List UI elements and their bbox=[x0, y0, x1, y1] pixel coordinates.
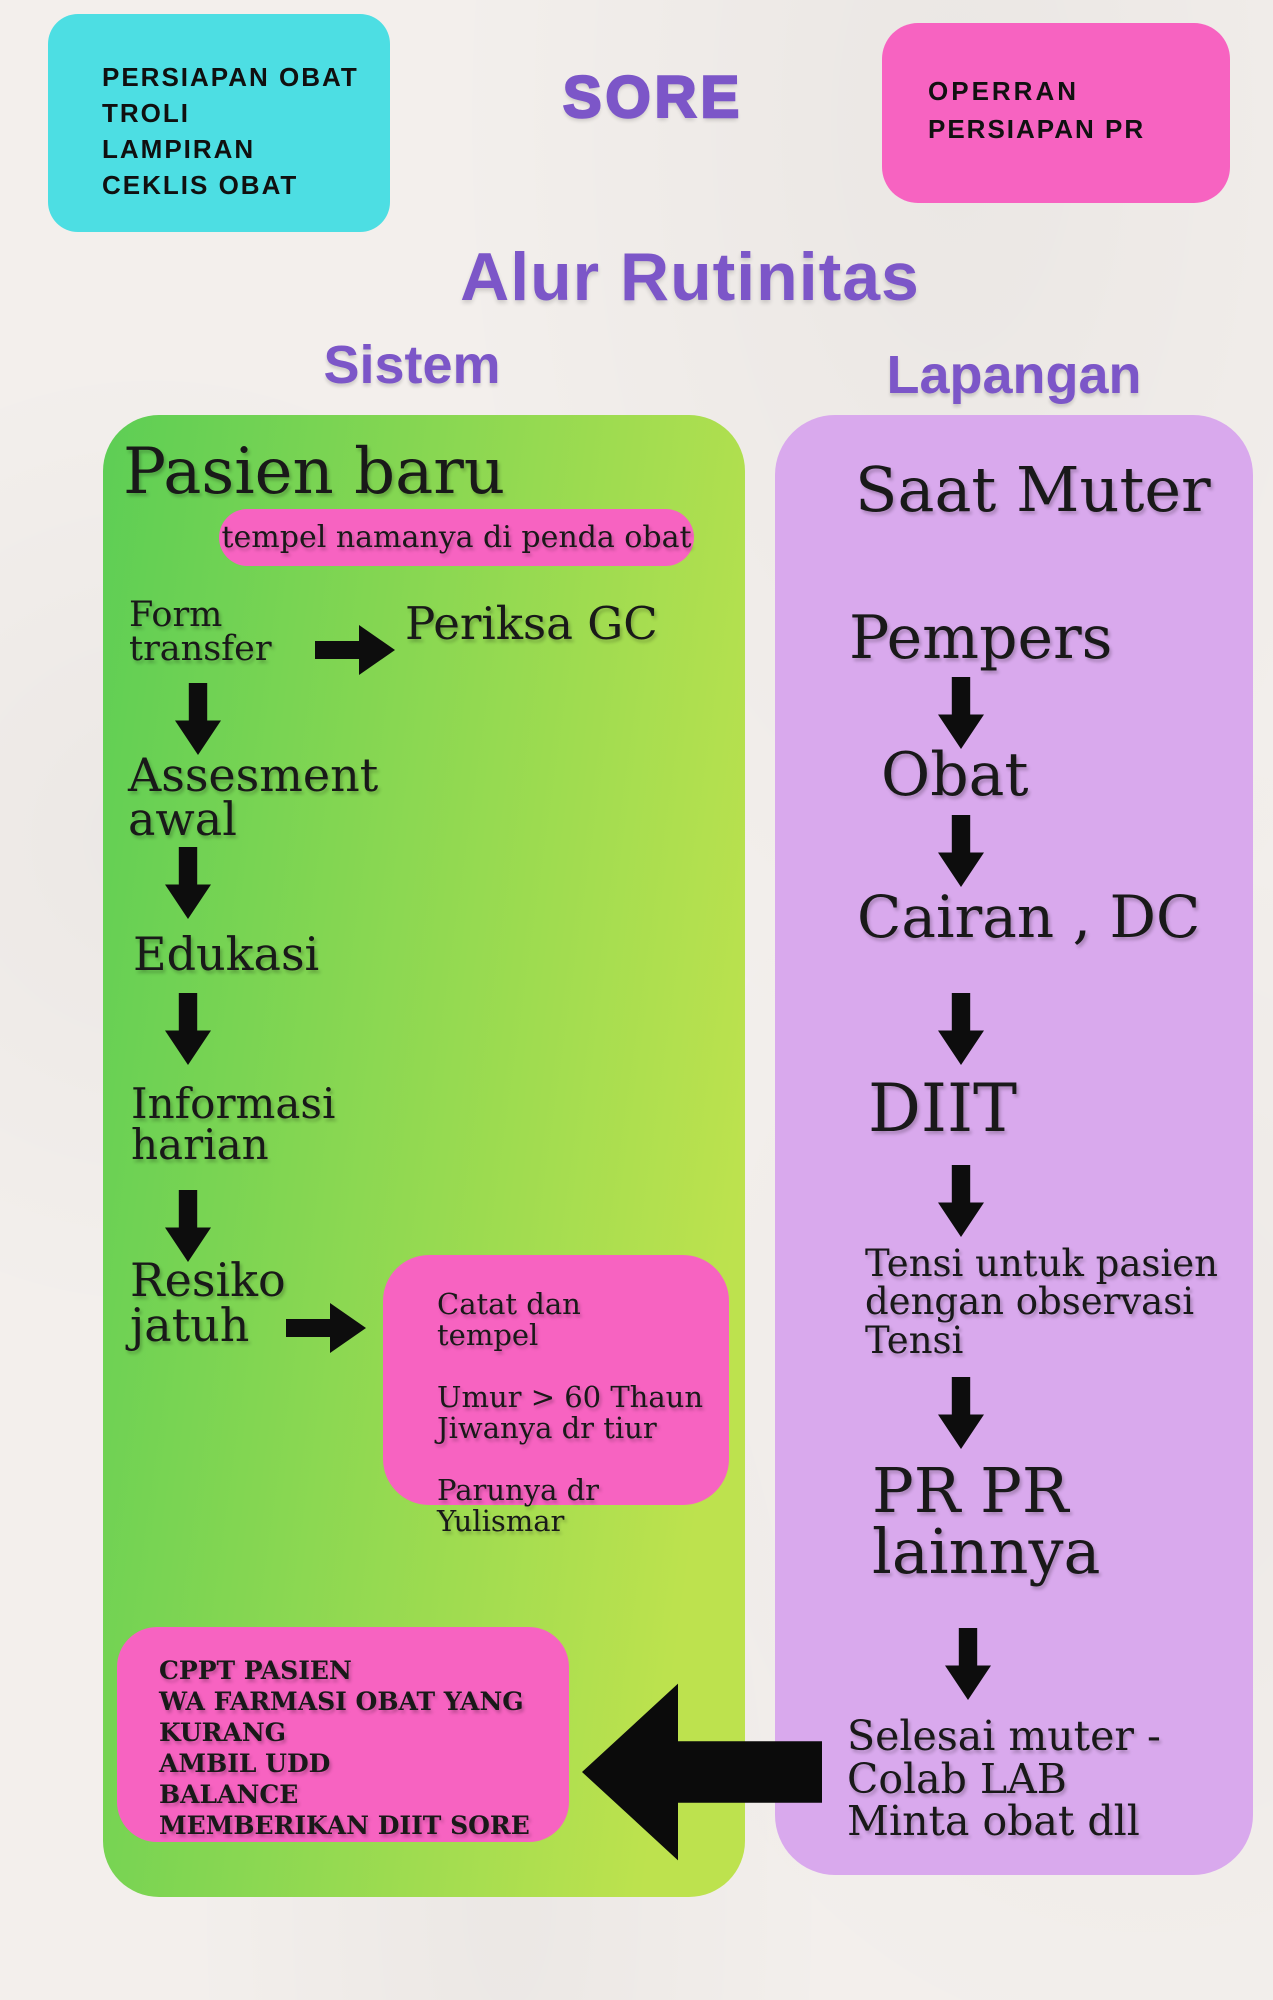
step-assesment-awal: Assesment awal bbox=[128, 748, 379, 847]
arrow-down-icon bbox=[165, 847, 211, 919]
arrow-down-icon bbox=[938, 1377, 984, 1449]
arrow-right-icon bbox=[315, 625, 395, 675]
step-form-transfer: Form transfer bbox=[129, 595, 272, 670]
lapangan-heading: Saat Muter bbox=[855, 453, 1211, 526]
step-edukasi: Edukasi bbox=[133, 927, 320, 981]
cppt-task-note: CPPT PASIEN WA FARMASI OBAT YANG KURANG … bbox=[117, 1627, 569, 1842]
arrow-down-icon bbox=[945, 1628, 991, 1700]
arrow-down-icon bbox=[175, 683, 221, 755]
operran-note: OPERRAN PERSIAPAN PR bbox=[882, 23, 1230, 203]
sistem-column: Pasien baru tempel namanya di penda obat… bbox=[103, 415, 745, 1897]
step-selesai-muter: Selesai muter - Colab LAB Minta obat dll bbox=[847, 1712, 1161, 1846]
column-header-lapangan: Lapangan bbox=[886, 345, 1142, 405]
step-pr-pr-lainnya: PR PR lainnya bbox=[872, 1454, 1101, 1588]
step-diit: DIIT bbox=[868, 1070, 1018, 1147]
arrow-down-icon bbox=[938, 815, 984, 887]
arrow-down-icon bbox=[938, 1165, 984, 1237]
arrow-down-icon bbox=[165, 993, 211, 1065]
tempel-nama-pill: tempel namanya di penda obat bbox=[219, 509, 694, 566]
arrow-down-icon bbox=[938, 677, 984, 749]
sistem-heading: Pasien baru bbox=[123, 435, 506, 509]
catat-tempel-note: Catat dan tempel Umur > 60 Thaun Jiwanya… bbox=[383, 1255, 729, 1537]
operran-line1: OPERRAN bbox=[928, 76, 1080, 106]
step-informasi-harian: Informasi harian bbox=[131, 1079, 336, 1170]
step-tensi-observasi: Tensi untuk pasien dengan observasi Tens… bbox=[865, 1242, 1218, 1362]
column-header-sistem: Sistem bbox=[323, 335, 501, 395]
arrow-down-icon bbox=[165, 1190, 211, 1262]
step-periksa-gc: Periksa GC bbox=[405, 597, 658, 650]
arrow-right-icon bbox=[286, 1303, 366, 1353]
step-obat: Obat bbox=[881, 740, 1029, 810]
lapangan-column: Saat Muter Pempers Obat Cairan , DC DIIT… bbox=[775, 415, 1253, 1875]
page-title: Alur Rutinitas bbox=[460, 239, 920, 315]
persiapan-obat-note: PERSIAPAN OBAT TROLI LAMPIRAN CEKLIS OBA… bbox=[48, 14, 390, 232]
step-resiko-jatuh: Resiko jatuh bbox=[130, 1253, 286, 1353]
shift-title: SORE bbox=[562, 64, 744, 132]
step-pempers: Pempers bbox=[849, 603, 1113, 673]
arrow-down-icon bbox=[938, 993, 984, 1065]
operran-line2: PERSIAPAN PR bbox=[928, 113, 1146, 144]
step-cairan-dc: Cairan , DC bbox=[857, 883, 1201, 951]
